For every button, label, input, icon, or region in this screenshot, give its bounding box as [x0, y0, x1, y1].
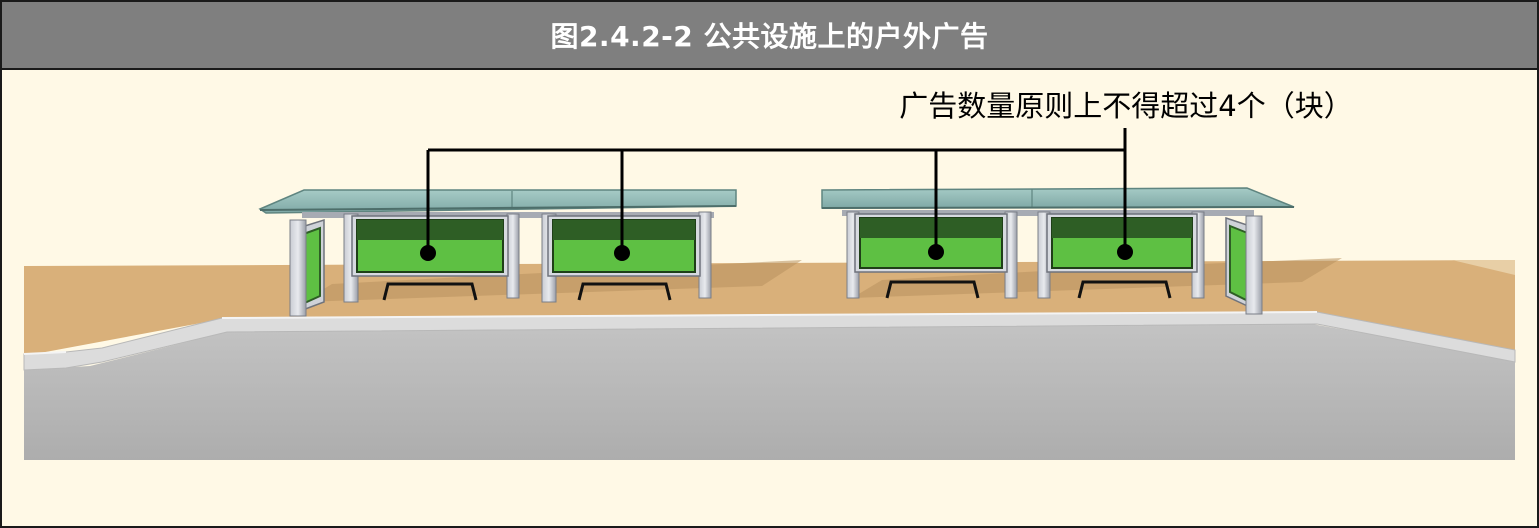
bench — [885, 280, 980, 299]
post — [506, 213, 520, 299]
post — [698, 211, 712, 299]
callout-label: 广告数量原则上不得超过4个（块） — [899, 89, 1352, 123]
curb — [23, 311, 1516, 371]
bench — [1077, 280, 1172, 299]
callout-dot-4 — [1117, 244, 1133, 260]
post — [1245, 215, 1263, 315]
callout-dot-1 — [420, 245, 436, 261]
post — [289, 219, 307, 317]
bus-shelter-right — [821, 187, 1295, 315]
bench — [382, 282, 478, 301]
title-bar: 图2.4.2-2 公共设施上的户外广告 — [2, 2, 1537, 70]
road — [24, 324, 1515, 460]
bench — [577, 282, 672, 301]
bus-shelter-illustration: 广告数量原则上不得超过4个（块） — [23, 89, 1516, 460]
roof-glass — [821, 187, 1295, 209]
figure-title: 图2.4.2-2 公共设施上的户外广告 — [550, 20, 989, 53]
callout-leaders — [426, 128, 1127, 253]
ground-edge — [1452, 260, 1515, 275]
callout-dot-3 — [928, 244, 944, 260]
callout-dot-2 — [614, 245, 630, 261]
